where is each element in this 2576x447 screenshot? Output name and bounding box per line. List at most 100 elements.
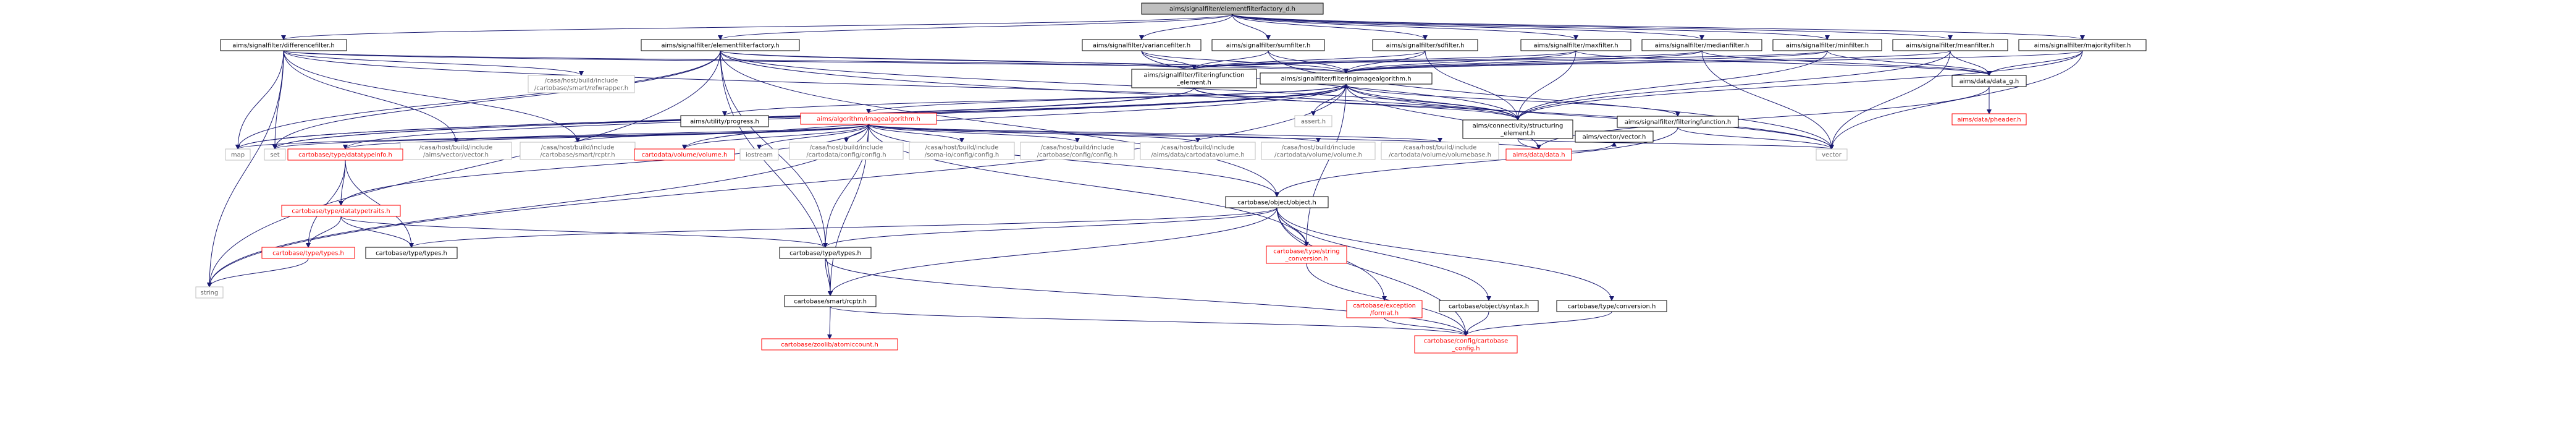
node-label: cartobase/type/datatypeinfo.h <box>298 152 392 159</box>
node-label: aims/signalfilter/differencefilter.h <box>232 43 335 49</box>
node-box <box>789 142 904 160</box>
node-box <box>1892 39 2008 51</box>
node-label: aims/connectivity/structuring <box>1473 123 1564 130</box>
node-cartovol[interactable]: /casa/host/build/include/aims/data/carto… <box>1140 142 1256 160</box>
node-box <box>800 113 937 125</box>
node-label: cartobase/type/types.h <box>272 250 344 257</box>
node-box <box>1211 39 1325 51</box>
edge-meanfilter-to-fialgo <box>1344 50 1951 74</box>
node-label: /cartobase/config/config.h <box>1037 152 1118 159</box>
node-dtinfo[interactable]: cartobase/type/datatypeinfo.h <box>287 148 403 161</box>
node-vecvector[interactable]: /casa/host/build/include/aims/vector/vec… <box>400 142 512 160</box>
edge-root-to-sumfilter <box>1232 14 1271 40</box>
node-datag[interactable]: aims/data/data_g.h <box>1951 75 2027 87</box>
edge-object-to-conversion <box>1276 207 1614 301</box>
node-string[interactable]: string <box>195 286 224 299</box>
node-assert[interactable]: assert.h <box>1294 115 1332 127</box>
node-volbase[interactable]: /casa/host/build/include/cartodata/volum… <box>1381 142 1499 160</box>
node-vector[interactable]: vector <box>1816 148 1848 161</box>
node-object[interactable]: cartobase/object/object.h <box>1225 196 1329 208</box>
node-label: aims/signalfilter/filteringfunction.h <box>1625 119 1732 126</box>
node-ffelement[interactable]: aims/signalfilter/filteringfunction_elem… <box>1131 69 1257 88</box>
node-label: aims/data/data.h <box>1512 152 1565 159</box>
edge-fialgo-to-ffunction <box>1345 83 1680 117</box>
node-box <box>1372 39 1478 51</box>
edge-minfilter-to-connstruct <box>1515 50 1828 121</box>
node-label: iostream <box>746 152 773 159</box>
node-iostream[interactable]: iostream <box>739 148 779 161</box>
node-box <box>2018 39 2147 51</box>
node-label: aims/vector/vector.h <box>1583 134 1646 141</box>
node-excfmt[interactable]: cartobase/exception/format.h <box>1346 300 1423 318</box>
node-typesplain[interactable]: cartobase/type/types.h <box>365 247 458 259</box>
node-root: aims/signalfilter/elementfilterfactory_d… <box>1141 2 1324 15</box>
edge-difffilter-to-vecvector <box>283 50 458 143</box>
node-cfgsoma[interactable]: /casa/host/build/include/soma-io/config/… <box>909 142 1015 160</box>
node-aimsvector[interactable]: aims/vector/vector.h <box>1575 130 1654 143</box>
node-eff[interactable]: aims/signalfilter/elementfilterfactory.h <box>641 39 800 51</box>
edge-root-to-minfilter <box>1232 14 1830 40</box>
node-box <box>1816 148 1848 161</box>
node-box <box>1266 245 1347 264</box>
node-syntax[interactable]: cartobase/object/syntax.h <box>1439 300 1539 312</box>
node-maxfilter[interactable]: aims/signalfilter/maxfilter.h <box>1520 39 1631 51</box>
node-atomic[interactable]: cartobase/zoolib/atomiccount.h <box>761 338 898 351</box>
edge-maxfilter-to-datag <box>1575 50 1992 76</box>
node-medfilter[interactable]: aims/signalfilter/medianfilter.h <box>1641 39 1762 51</box>
node-rcptrext[interactable]: /casa/host/build/include/cartobase/smart… <box>520 142 636 160</box>
node-sdfilter[interactable]: aims/signalfilter/sdfilter.h <box>1372 39 1478 51</box>
edge-ffunction-to-object <box>1274 127 1678 197</box>
edge-root-to-maxfilter <box>1232 14 1578 40</box>
node-imagealgo[interactable]: aims/algorithm/imagealgorithm.h <box>800 113 937 125</box>
node-dttraits[interactable]: cartobase/type/datatypetraits.h <box>281 205 401 217</box>
edge-eff-to-fialgo <box>720 50 1349 74</box>
node-minfilter[interactable]: aims/signalfilter/minfilter.h <box>1772 39 1882 51</box>
edge-strconv-to-cartocfg <box>1306 263 1468 336</box>
node-box <box>1260 72 1433 85</box>
node-map[interactable]: map <box>225 148 251 161</box>
node-sumfilter[interactable]: aims/signalfilter/sumfilter.h <box>1211 39 1325 51</box>
node-box <box>1641 39 1762 51</box>
node-progress[interactable]: aims/utility/progress.h <box>680 115 769 127</box>
node-label: cartobase/type/types.h <box>789 250 861 257</box>
edge-object-to-syntax <box>1276 207 1491 301</box>
node-refwrapper[interactable]: /casa/host/build/include/cartobase/smart… <box>528 75 635 93</box>
node-cfgcartobase[interactable]: /casa/host/build/include/cartobase/confi… <box>1020 142 1135 160</box>
edge-root-to-meanfilter <box>1232 14 1953 40</box>
node-cartocfg[interactable]: cartobase/config/cartobase_config.h <box>1414 335 1518 354</box>
node-box <box>784 295 877 307</box>
edge-object-to-cartocfg <box>1276 207 1468 336</box>
node-varfilter[interactable]: aims/signalfilter/variancefilter.h <box>1082 39 1202 51</box>
edge-conversion-to-cartocfg <box>1463 311 1612 336</box>
node-box <box>220 39 347 51</box>
node-volume[interactable]: cartodata/volume/volume.h <box>634 148 735 161</box>
node-connstruct[interactable]: aims/connectivity/structuring_element.h <box>1462 119 1573 139</box>
node-ffunction[interactable]: aims/signalfilter/filteringfunction.h <box>1617 116 1739 128</box>
node-label: cartobase/config/cartobase <box>1424 338 1509 345</box>
node-aimsdata[interactable]: aims/data/data.h <box>1505 148 1572 161</box>
node-box <box>739 148 779 161</box>
node-cfgcartodata[interactable]: /casa/host/build/include/cartodata/confi… <box>789 142 904 160</box>
node-label: aims/data/data_g.h <box>1959 79 2019 85</box>
node-strconv[interactable]: cartobase/type/string_conversion.h <box>1266 245 1347 264</box>
node-difffilter[interactable]: aims/signalfilter/differencefilter.h <box>220 39 347 51</box>
node-typesred[interactable]: cartobase/type/types.h <box>261 247 355 259</box>
node-volh[interactable]: /casa/host/build/include/cartodata/volum… <box>1261 142 1376 160</box>
node-label: /casa/host/build/include <box>1161 145 1235 151</box>
node-box <box>1951 113 2027 126</box>
node-pheader[interactable]: aims/data/pheader.h <box>1951 113 2027 126</box>
node-label: /cartobase/smart/rcptr.h <box>540 152 615 159</box>
edge-fialgo-to-map <box>235 83 1347 150</box>
node-label: cartobase/object/object.h <box>1237 200 1316 206</box>
node-majfilter[interactable]: aims/signalfilter/majorityfilter.h <box>2018 39 2147 51</box>
node-fialgo[interactable]: aims/signalfilter/filteringimagealgorith… <box>1260 72 1433 85</box>
node-typesmid[interactable]: cartobase/type/types.h <box>779 247 872 259</box>
node-label: aims/signalfilter/meanfilter.h <box>1906 43 1995 49</box>
node-conversion[interactable]: cartobase/type/conversion.h <box>1556 300 1667 312</box>
edge-typesred-to-string <box>207 258 309 287</box>
edge-fialgo-to-imagealgo <box>866 83 1347 114</box>
node-set[interactable]: set <box>264 148 286 161</box>
node-rcptr[interactable]: cartobase/smart/rcptr.h <box>784 295 877 307</box>
node-meanfilter[interactable]: aims/signalfilter/meanfilter.h <box>1892 39 2008 51</box>
node-box <box>1556 300 1667 312</box>
